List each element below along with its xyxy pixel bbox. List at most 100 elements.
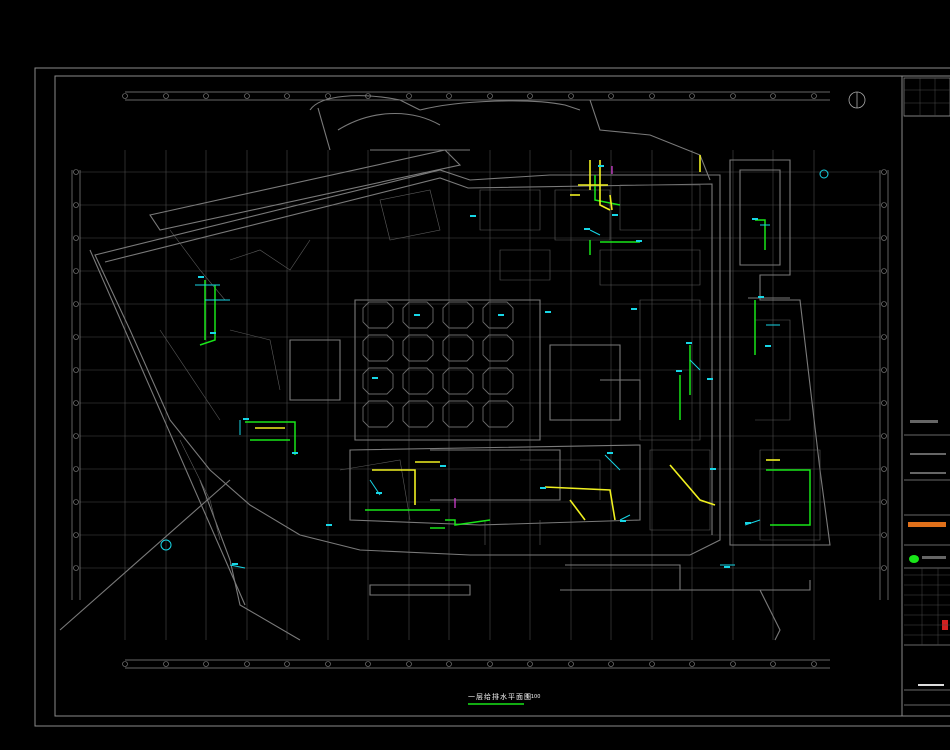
- grid-bubble: [770, 661, 776, 667]
- grid-bubble: [811, 661, 817, 667]
- interior-details: [159, 184, 821, 545]
- pipe-tag: [545, 311, 551, 313]
- column-octagon: [482, 334, 514, 362]
- column-octagon: [402, 301, 434, 329]
- pipe-tag: [758, 296, 764, 298]
- column-octagon: [442, 400, 474, 428]
- grid-bubble: [73, 565, 79, 571]
- pipes-magenta: [454, 166, 613, 508]
- grid-bubble: [487, 661, 493, 667]
- pipe-tag: [745, 522, 751, 524]
- axis-grid: [73, 93, 887, 667]
- column-octagon: [442, 367, 474, 395]
- pipe-tag: [232, 563, 238, 565]
- pipe-tag: [598, 165, 604, 167]
- grid-bubble: [881, 268, 887, 274]
- grid-bubble: [284, 93, 290, 99]
- pipe-tag: [620, 520, 626, 522]
- pipe-tag: [326, 524, 332, 526]
- grid-bubble: [73, 433, 79, 439]
- grid-bubble: [73, 532, 79, 538]
- pipe-tag: [724, 566, 730, 568]
- grid-bubble: [365, 661, 371, 667]
- grid-bubble: [122, 661, 128, 667]
- pipe-tag: [686, 342, 692, 344]
- column-octagon: [362, 334, 394, 362]
- grid-bubble: [73, 367, 79, 373]
- pipe-tag: [540, 487, 546, 489]
- pipe-tag: [243, 418, 249, 420]
- grid-bubble: [527, 93, 533, 99]
- grid-bubble: [325, 661, 331, 667]
- grid-bubble: [649, 93, 655, 99]
- pipes-green: [199, 175, 811, 529]
- column-octagon: [402, 367, 434, 395]
- pipe-tag: [376, 492, 382, 494]
- pipes-cyan: [195, 224, 780, 569]
- pipe-tag: [372, 377, 378, 379]
- pipe-labels: [198, 165, 771, 568]
- pipes-yellow: [255, 155, 780, 521]
- grid-bubble: [881, 169, 887, 175]
- drawing-scale: 1:100: [526, 694, 541, 700]
- grid-bubble: [73, 499, 79, 505]
- column-octagon: [442, 334, 474, 362]
- pipe-tag: [607, 452, 613, 454]
- pipe-tag: [676, 370, 682, 372]
- grid-bubble: [881, 400, 887, 406]
- grid-bubble: [446, 93, 452, 99]
- grid-bubble: [244, 93, 250, 99]
- pipe-tag: [765, 345, 771, 347]
- marker-circle: [819, 169, 829, 179]
- grid-bubble: [487, 93, 493, 99]
- grid-bubble: [811, 93, 817, 99]
- grid-bubble: [730, 661, 736, 667]
- grid-bubble: [203, 661, 209, 667]
- pipe-tag: [440, 465, 446, 467]
- grid-bubble: [73, 301, 79, 307]
- column-octagon: [362, 301, 394, 329]
- grid-bubble: [568, 93, 574, 99]
- grid-bubble: [527, 661, 533, 667]
- drawing-title: 一层给排水平面图: [468, 693, 532, 701]
- column-octagon: [482, 301, 514, 329]
- sheet-frame: [34, 67, 950, 727]
- column-octagon: [442, 301, 474, 329]
- grid-bubble: [163, 93, 169, 99]
- grid-bubble: [73, 169, 79, 175]
- grid-bubble: [406, 93, 412, 99]
- marker-circle: [160, 539, 172, 551]
- grid-bubble: [163, 661, 169, 667]
- grid-bubble: [608, 93, 614, 99]
- pipe-tag: [292, 452, 298, 454]
- pipe-tag: [612, 214, 618, 216]
- grid-bubble: [881, 367, 887, 373]
- grid-bubble: [73, 334, 79, 340]
- pipe-tag: [210, 332, 216, 334]
- grid-bubble: [689, 93, 695, 99]
- grid-bubble: [881, 466, 887, 472]
- grid-bubble: [284, 661, 290, 667]
- octagon-columns: [362, 301, 514, 428]
- grid-bubble: [770, 93, 776, 99]
- pipe-tag: [414, 314, 420, 316]
- pipe-tag: [707, 378, 713, 380]
- grid-bubble: [244, 661, 250, 667]
- north-arrow: [848, 91, 866, 109]
- grid-bubble: [73, 235, 79, 241]
- grid-bubble: [406, 661, 412, 667]
- column-octagon: [362, 367, 394, 395]
- grid-bubble: [881, 433, 887, 439]
- column-octagon: [402, 400, 434, 428]
- grid-bubble: [881, 565, 887, 571]
- grid-bubble: [73, 400, 79, 406]
- column-octagon: [362, 400, 394, 428]
- pipe-tag: [584, 228, 590, 230]
- pipe-tag: [631, 308, 637, 310]
- grid-bubble: [881, 334, 887, 340]
- grid-bubble: [649, 661, 655, 667]
- grid-bubble: [325, 93, 331, 99]
- grid-bubble: [881, 499, 887, 505]
- column-octagon: [482, 400, 514, 428]
